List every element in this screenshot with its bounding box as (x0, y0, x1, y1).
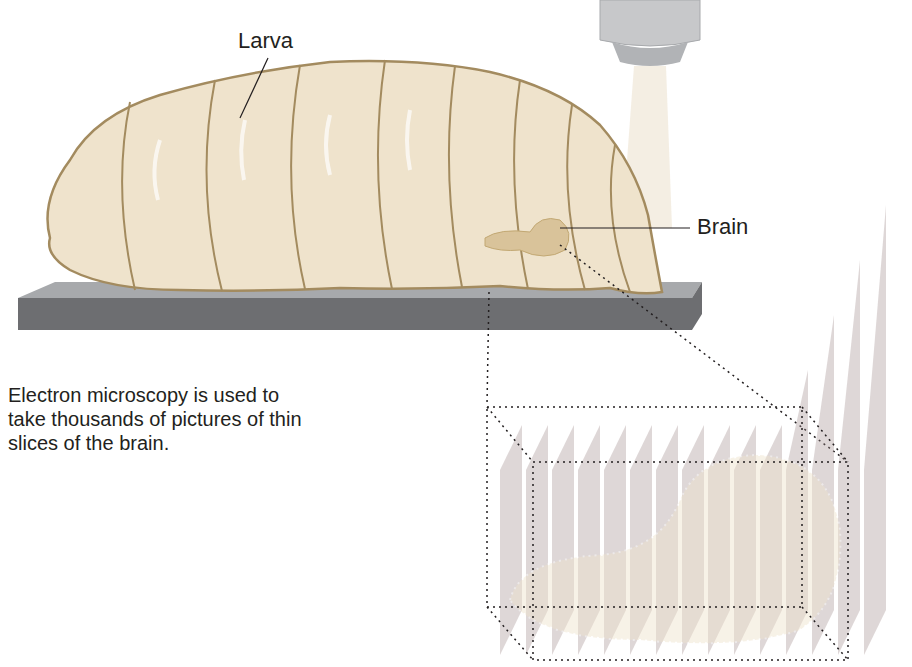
brain (485, 219, 569, 257)
larva-highlights (154, 110, 410, 200)
microscope-body (600, 0, 700, 46)
brain-slice (838, 260, 860, 655)
larva-body (48, 61, 663, 293)
projection-lines (487, 245, 848, 462)
larva-segments (122, 60, 630, 292)
part-label: Larva (238, 28, 293, 54)
brain-section (510, 455, 841, 643)
microscope-lens (612, 42, 688, 66)
note-text: Electron microscopy is used to take thou… (8, 383, 308, 455)
part-label: Brain (697, 214, 748, 240)
leader-line (560, 227, 690, 228)
leader-line (240, 58, 268, 118)
volume-box (487, 407, 848, 660)
brain-slice (500, 425, 522, 655)
brain-slice (864, 205, 886, 655)
brain-slices (500, 205, 886, 655)
